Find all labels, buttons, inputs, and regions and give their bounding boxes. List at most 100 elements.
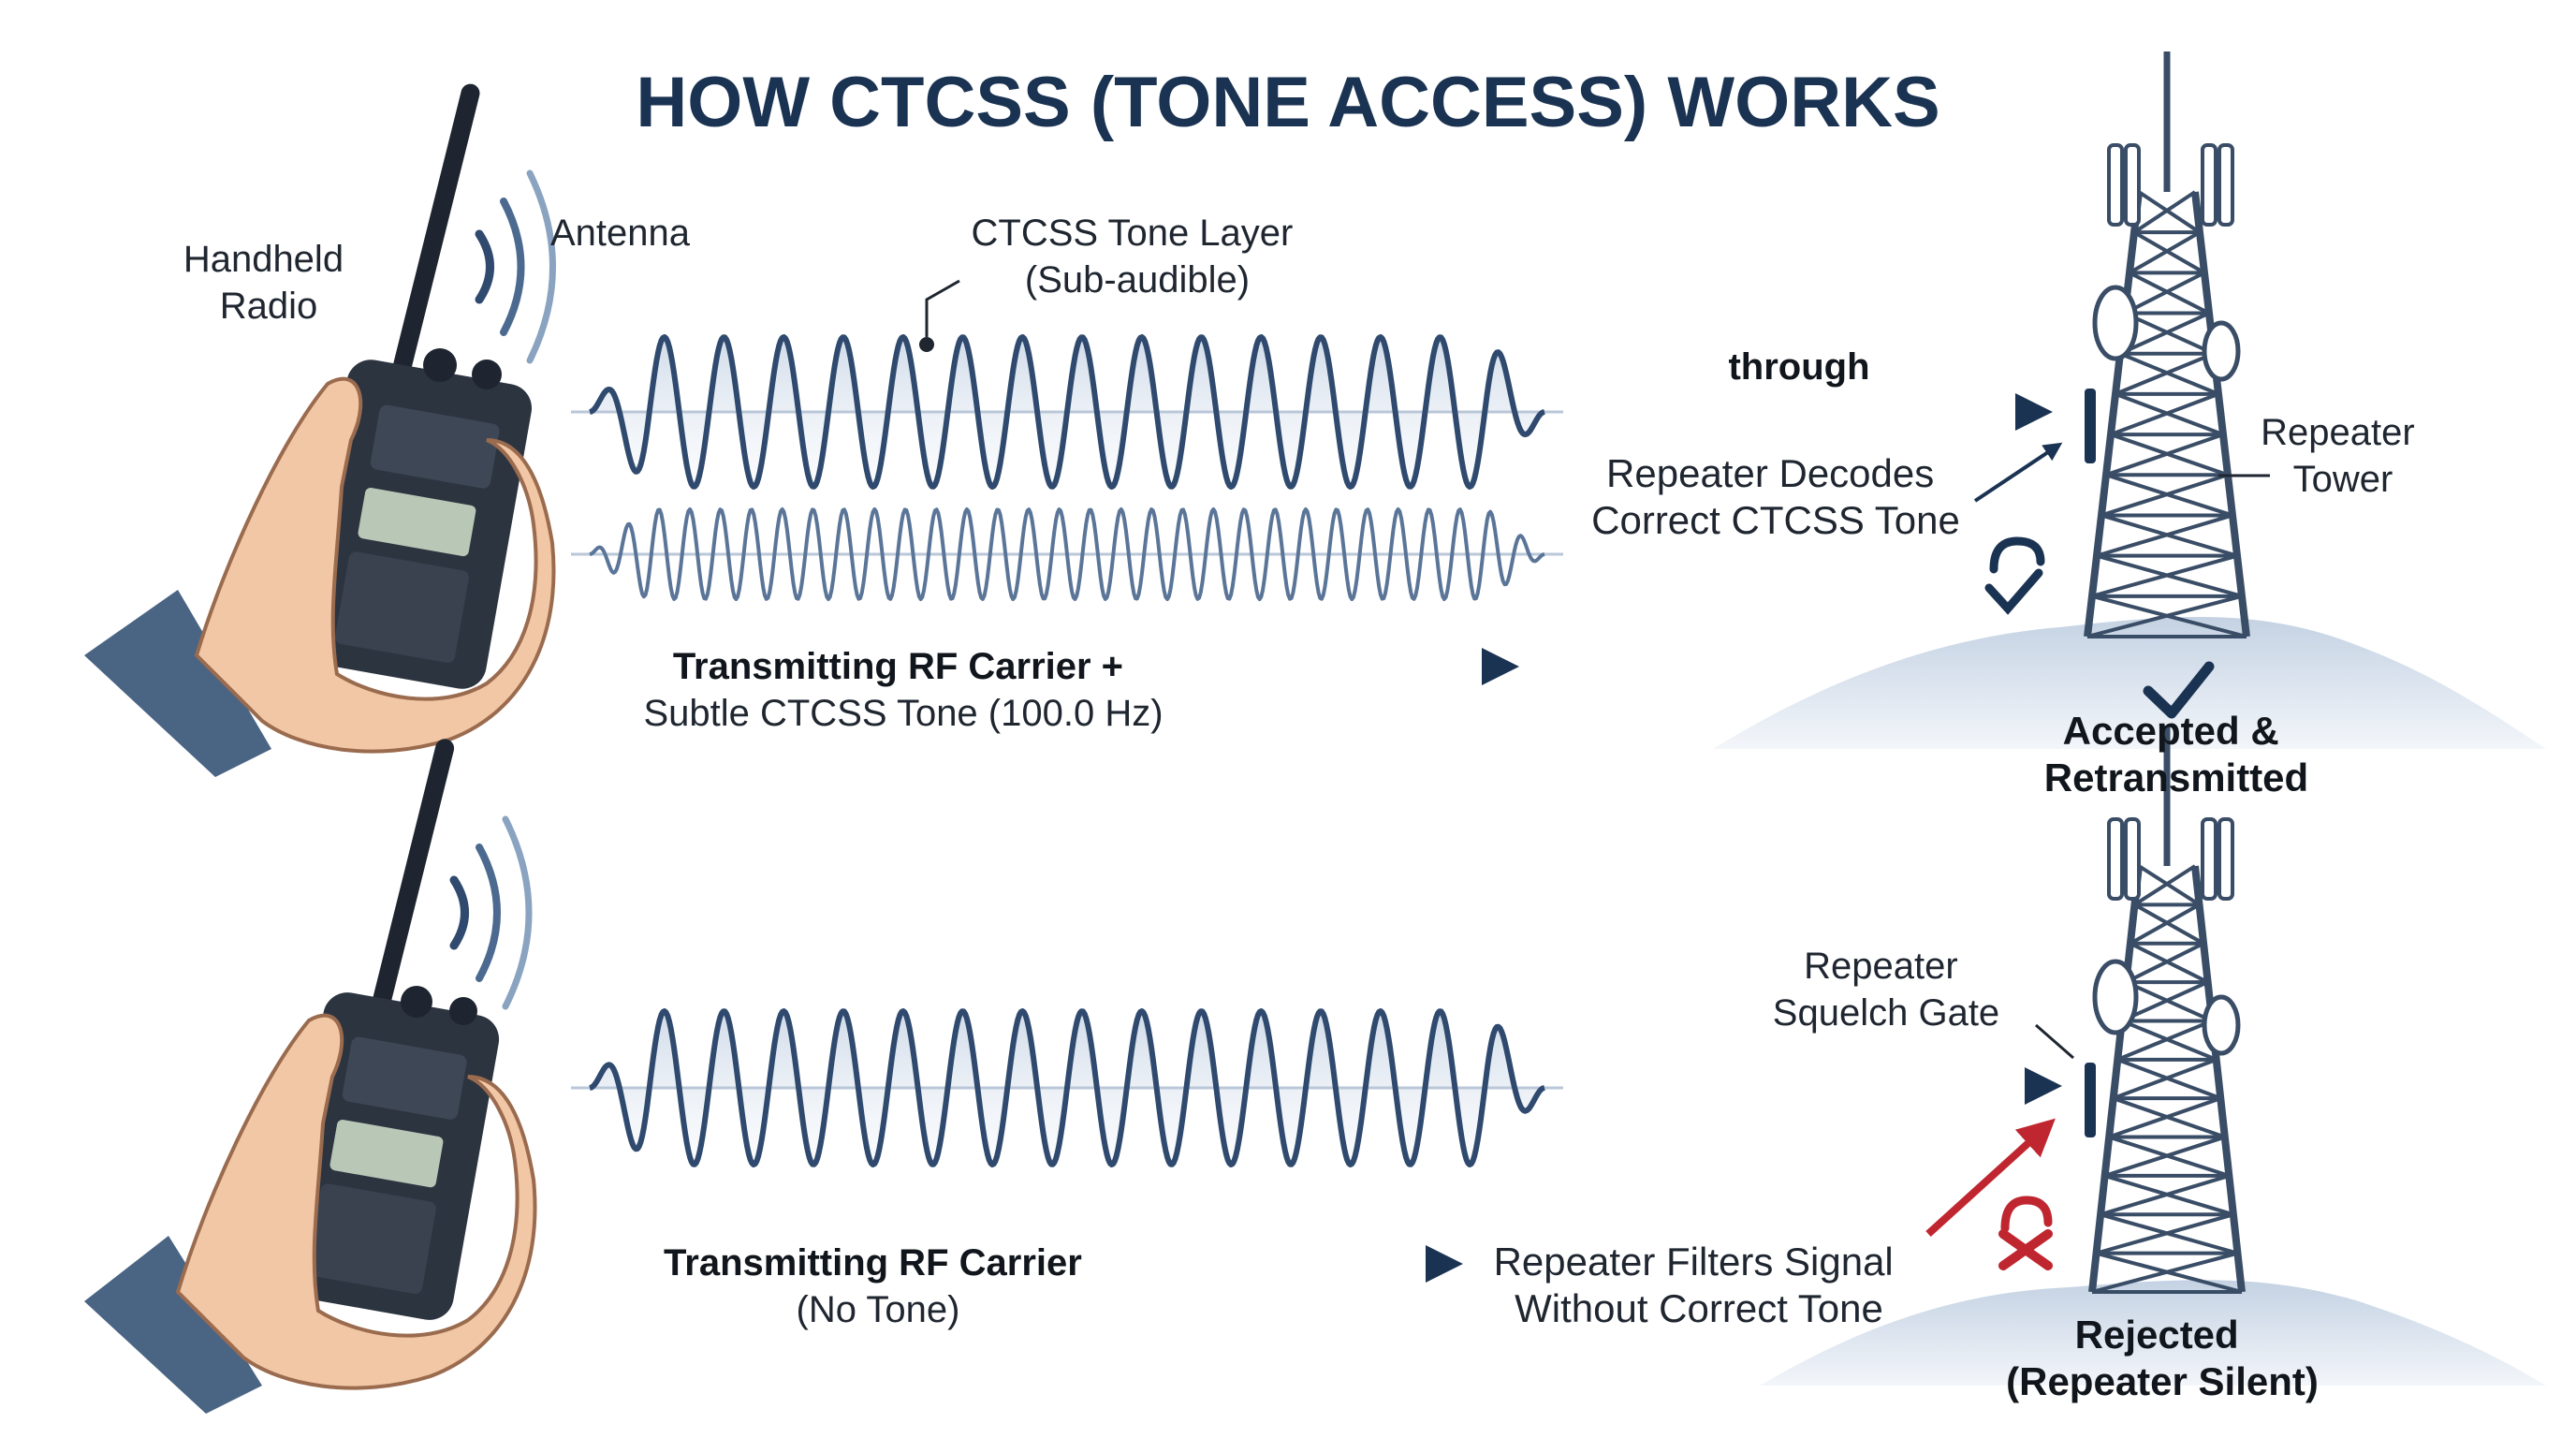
tower-top-brace: [2086, 594, 2243, 638]
tower-top-brace: [2100, 473, 2229, 518]
tone-layer-pointer: [919, 279, 960, 352]
hill-top: [1713, 616, 2546, 749]
open-lock-icon: [1984, 536, 2045, 615]
tower-top-panel-antenna: [2124, 143, 2141, 227]
ctcss-tone-wave: [571, 507, 1563, 601]
filters-label: Repeater Filters Signal Without Correct …: [1494, 1240, 1905, 1330]
broken-lock-icon: [2000, 1196, 2053, 1233]
accepted-label: Accepted & Retransmitted: [2044, 709, 2308, 800]
tower-top-brace: [2096, 513, 2233, 558]
x-icon: [1998, 1229, 2053, 1270]
tower-bottom-brace: [2100, 1173, 2230, 1217]
decodes-label: Repeater Decodes Correct CTCSS Tone: [1591, 451, 1960, 542]
handheld-radio-label: Handheld Radio: [183, 239, 354, 327]
tower-bottom-brace: [2125, 941, 2204, 984]
tower-top-gate: [2085, 389, 2096, 463]
radio-display-top: [358, 487, 476, 557]
tower-bottom-brace: [2108, 1096, 2221, 1139]
tower-top-leg-left: [2084, 191, 2143, 638]
tower-bottom-brace: [2133, 902, 2205, 946]
tower-bottom-brace: [2116, 1019, 2213, 1062]
tower-top-brace: [2119, 311, 2210, 356]
squelch-gate-label: Repeater Squelch Gate: [1773, 946, 1999, 1034]
tower-bottom-leg-right: [2191, 865, 2246, 1293]
repeater-tower-top: [2084, 51, 2250, 638]
transmit-top-label: Transmitting RF Carrier + Subtle CTCSS T…: [643, 646, 1163, 734]
tower-bottom-panel-antenna: [2124, 817, 2141, 901]
hand-top: [194, 376, 556, 754]
tower-top-brace: [2105, 433, 2224, 477]
tower-bottom-brace: [2137, 864, 2201, 907]
carrier-top-line: [588, 334, 1546, 490]
hand-bottom: [175, 1013, 537, 1390]
radio-antenna-top: [390, 83, 480, 385]
check-icon: [2143, 661, 2215, 719]
tower-top-brace: [2110, 392, 2219, 436]
tower-top-brace: [2129, 230, 2201, 275]
tower-top-brace: [2124, 311, 2215, 356]
tower-bottom-dish: [2202, 994, 2241, 1056]
hill-bottom: [1760, 1280, 2546, 1386]
tower-bottom-panel-antenna: [2217, 817, 2234, 901]
tower-bottom-brace: [2113, 1057, 2217, 1101]
tower-bottom-brace: [2120, 980, 2209, 1023]
carrier-bottom-line: [588, 1008, 1546, 1167]
decodes-pointer-arrow: [1973, 442, 2063, 503]
tower-bottom-dish: [2092, 959, 2139, 1035]
tower-bottom-brace: [2104, 1135, 2226, 1178]
radio-knob-top-2: [472, 360, 502, 389]
tower-top-brace: [2124, 271, 2205, 315]
diagram-title: HOW CTCSS (TONE ACCESS) WORKS: [636, 63, 1939, 142]
tower-bottom-brace: [2096, 1212, 2234, 1255]
tower-bottom-brace: [2129, 902, 2201, 946]
tower-top-brace: [2133, 230, 2205, 275]
sleeve-top: [84, 590, 271, 777]
radio-knob-bottom-1: [401, 986, 432, 1018]
tower-bottom-panel-antenna: [2201, 817, 2217, 901]
ctcss-tone-line: [589, 507, 1545, 601]
tower-bottom-panel-antenna: [2107, 817, 2124, 901]
through-label: through: [1728, 346, 1869, 388]
radio-waves-bottom: [449, 815, 533, 1010]
radio-waves-top: [475, 169, 556, 364]
handheld-radio-bottom: [84, 739, 537, 1414]
tower-top-brace: [2132, 190, 2197, 234]
tone-layer-label: CTCSS Tone Layer (Sub-audible): [972, 213, 1304, 301]
tower-top-brace: [2137, 190, 2202, 234]
tower-bottom-brace: [2091, 1251, 2238, 1294]
tower-bottom-brace: [2133, 864, 2197, 907]
radio-speaker-bottom: [342, 1036, 467, 1120]
reject-arrow: [1925, 1118, 2056, 1237]
carrier-wave-bottom: [571, 1008, 1563, 1167]
repeater-tower-bottom: [2085, 726, 2246, 1294]
radio-keypad-bottom: [306, 1183, 436, 1295]
tower-bottom-gate: [2085, 1063, 2096, 1137]
tower-top-brace: [2115, 351, 2215, 396]
radio-speaker-top: [370, 404, 500, 489]
tower-top-dish: [2202, 320, 2241, 382]
tower-top-brace: [2129, 271, 2210, 315]
tower-top-panel-antenna: [2107, 143, 2124, 227]
radio-display-bottom: [329, 1119, 444, 1188]
tower-top-panel-antenna: [2217, 143, 2234, 227]
tower-bottom-leg-left: [2088, 865, 2143, 1293]
transmit-bottom-label: Transmitting RF Carrier (No Tone): [664, 1242, 1092, 1330]
tower-bottom-brace: [2130, 941, 2209, 984]
tower-top-dish: [2092, 285, 2139, 361]
carrier-wave-top: [571, 334, 1563, 490]
rejected-label: Rejected (Repeater Silent): [2006, 1313, 2319, 1403]
tower-top-brace: [2091, 553, 2238, 598]
radio-knob-top-1: [423, 348, 457, 382]
radio-keypad-top: [334, 551, 469, 663]
sleeve-bottom: [84, 1236, 262, 1414]
squelch-gate-leader: [2035, 1023, 2074, 1060]
antenna-label: Antenna: [550, 213, 691, 254]
tower-top-panel-antenna: [2201, 143, 2217, 227]
radio-knob-bottom-2: [449, 997, 477, 1025]
repeater-tower-label: Repeater Tower: [2261, 412, 2425, 500]
handheld-radio-top: [84, 83, 556, 777]
radio-antenna-bottom: [369, 739, 455, 1021]
tower-top-leg-right: [2191, 191, 2250, 638]
